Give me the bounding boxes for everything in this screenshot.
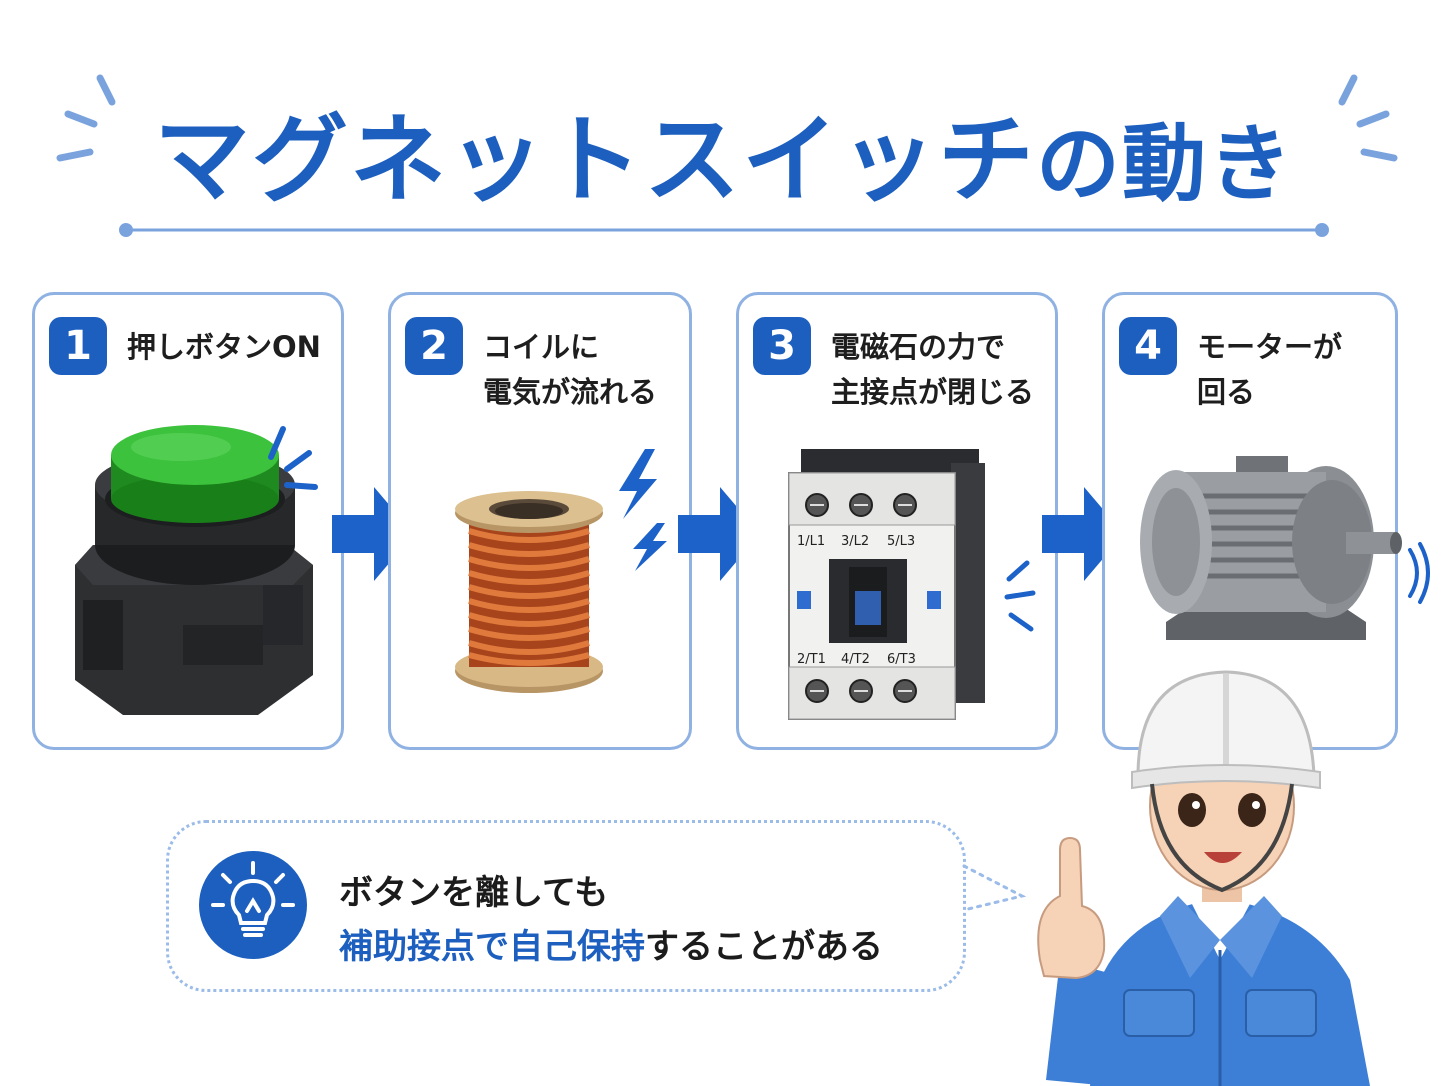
contactor-icon: 1/L1 3/L2 5/L3 2/T1 4/T2 6/T3 [788,449,985,720]
step-label-line: コイルに [483,330,600,364]
page-title: マグネットスイッチの動き [0,82,1448,221]
tip-text-rest: することがある [645,927,883,967]
terminal-label: 1/L1 [797,534,825,549]
worker-pointing-icon [1037,670,1370,1086]
step-label-line: モーターが [1197,330,1343,364]
step-number-badge: 1 [49,317,107,375]
step-label: モーターが 回る [1197,325,1342,415]
step-number-badge: 4 [1119,317,1177,375]
terminal-label: 6/T3 [887,652,916,667]
bubble-tail [962,864,1026,912]
title-main: マグネットスイッチ [153,104,1036,216]
sparkle-right-icon [1338,74,1398,162]
lightbulb-icon [199,851,307,959]
step-label-line: 電磁石の力で [831,330,1006,364]
tip-text-line2: 補助接点で自己保持することがある [339,919,883,968]
step-number-badge: 2 [405,317,463,375]
terminal-label: 5/L3 [887,534,915,549]
title-tail: の動き [1035,115,1294,213]
motor-icon [1140,456,1402,640]
rotation-waves-icon [1408,542,1430,604]
step-label: 電磁石の力で 主接点が閉じる [831,325,1034,415]
terminal-label: 3/L2 [841,534,869,549]
step-card-1: 1 押しボタンON [32,292,344,750]
step-label-line: 押しボタンON [127,330,321,364]
step-label: コイルに 電気が流れる [483,325,657,415]
sparkle-left-icon [56,74,116,162]
step-label-line: 回る [1197,375,1256,409]
step-card-2: 2 コイルに 電気が流れる [388,292,692,750]
step-label-line: 主接点が閉じる [831,375,1035,409]
step-number-badge: 3 [753,317,811,375]
step-label: 押しボタンON [127,325,321,370]
press-lines-icon [268,426,318,490]
tip-highlight: 補助接点で自己保持 [339,927,645,967]
click-lines-icon [1004,560,1036,632]
coil-icon [455,491,603,693]
push-button-icon [75,425,313,715]
title-divider [119,223,1329,237]
step-card-3: 3 電磁石の力で 主接点が閉じる 1/L1 3/L2 5/L3 2/T1 4/T… [736,292,1058,750]
tip-text-line1: ボタンを離しても [339,873,609,913]
lightning-icon [619,449,667,571]
tip-bubble: ボタンを離しても 補助接点で自己保持することがある [166,820,966,992]
terminal-label: 4/T2 [841,652,870,667]
terminal-label: 2/T1 [797,652,826,667]
step-label-line: 電気が流れる [483,375,658,409]
